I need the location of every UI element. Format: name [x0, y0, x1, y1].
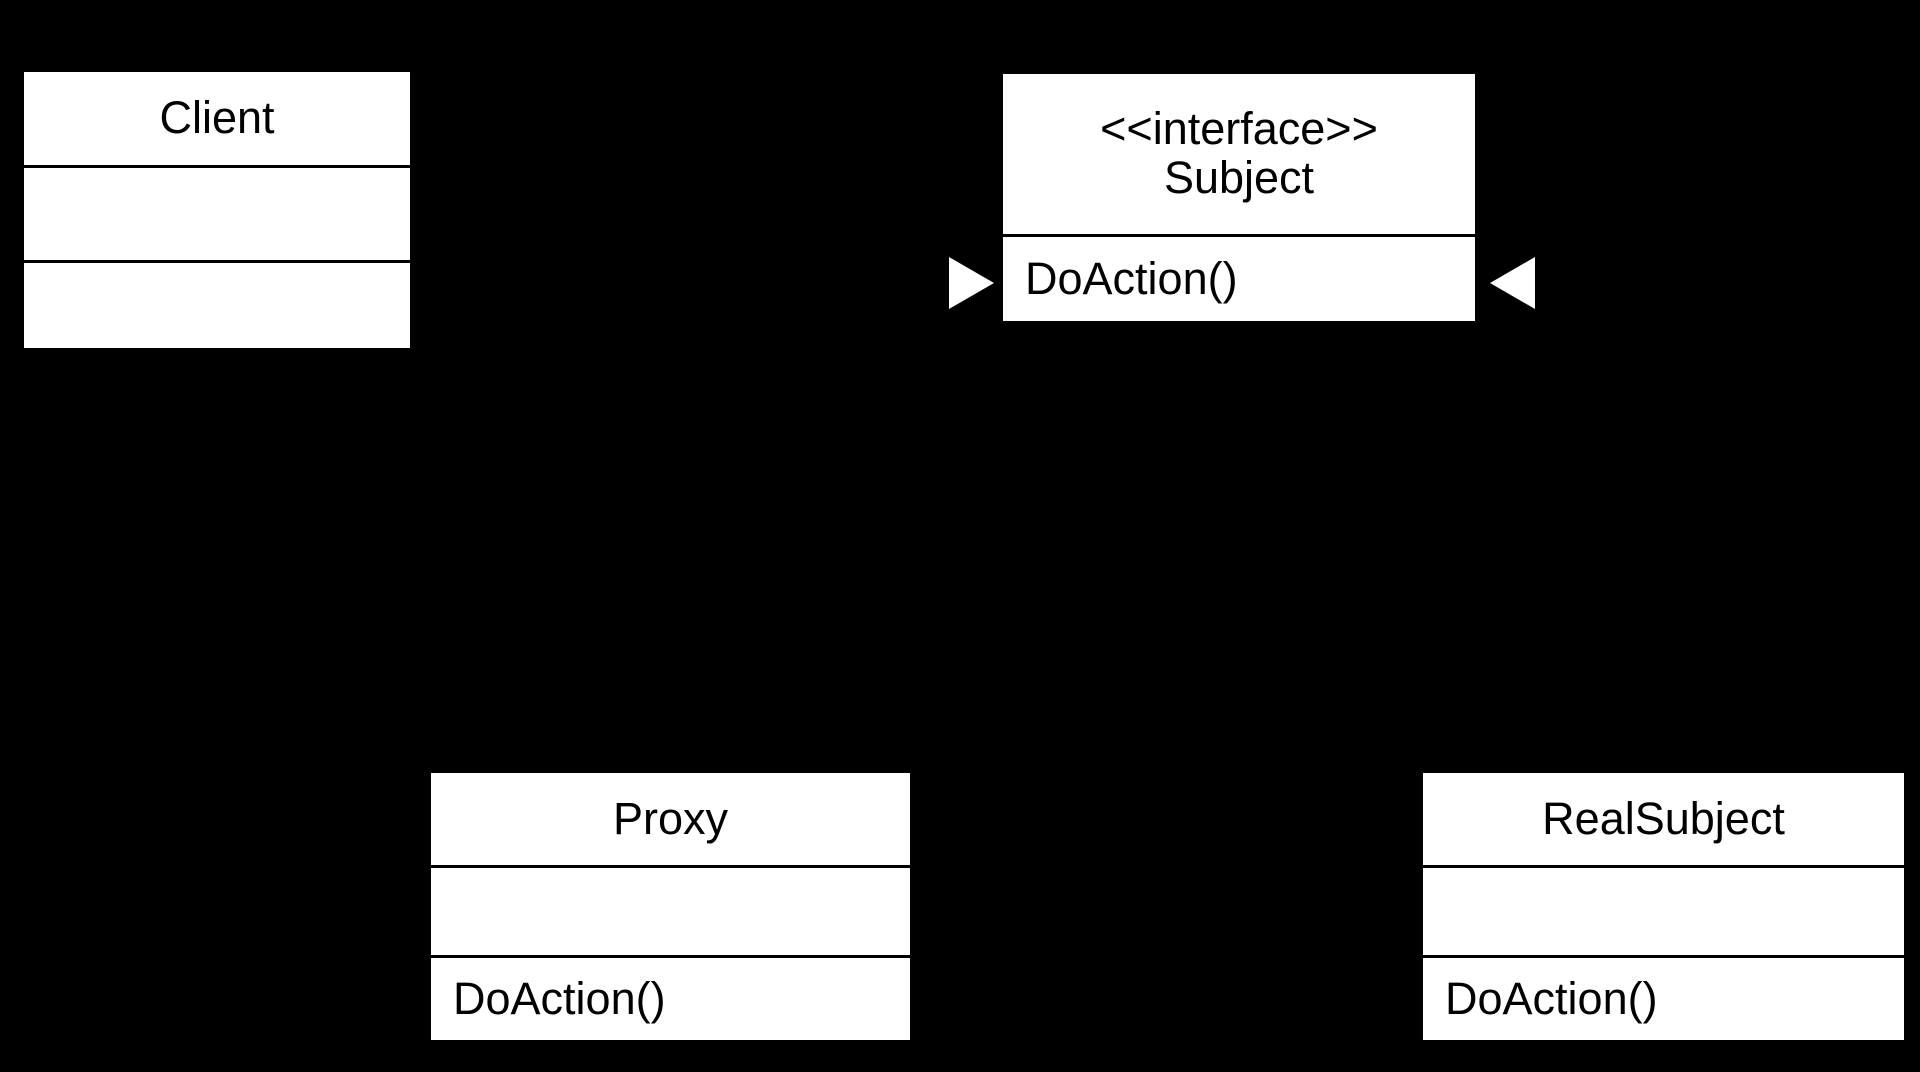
client-class-name: Client [159, 92, 275, 144]
subject-operations-compartment: DoAction() [1003, 234, 1475, 321]
realsubject-name-compartment: RealSubject [1423, 773, 1904, 865]
proxy-class-name: Proxy [612, 792, 729, 844]
realsubject-operation-doaction: DoAction() [1445, 972, 1658, 1024]
uml-class-realsubject[interactable]: RealSubject DoAction() [1421, 771, 1906, 1042]
connector-realsubject-to-subject-vertical [1660, 283, 1663, 771]
triangle-right-arrowhead-icon [949, 257, 994, 309]
client-attributes-compartment [24, 165, 410, 260]
uml-class-proxy[interactable]: Proxy DoAction() [429, 771, 912, 1042]
uml-class-client[interactable]: Client [22, 70, 412, 350]
proxy-operation-doaction: DoAction() [453, 972, 666, 1024]
realsubject-class-name: RealSubject [1542, 792, 1785, 844]
triangle-left-arrowhead-icon [1490, 257, 1535, 309]
client-name-compartment: Client [24, 72, 410, 165]
subject-operation-doaction: DoAction() [1025, 252, 1238, 304]
subject-name-compartment: <<interface>> Subject [1003, 74, 1475, 234]
connector-subject-to-realsubject-horizontal [1535, 281, 1663, 284]
client-operations-compartment [24, 260, 410, 348]
proxy-operations-compartment: DoAction() [431, 955, 910, 1040]
connector-proxy-to-subject-vertical [670, 283, 673, 771]
uml-interface-subject[interactable]: <<interface>> Subject DoAction() [1001, 72, 1477, 323]
subject-interface-name: <<interface>> Subject [1100, 103, 1378, 203]
realsubject-attributes-compartment [1423, 865, 1904, 955]
proxy-name-compartment: Proxy [431, 773, 910, 865]
connector-client-to-subject [412, 281, 949, 284]
realsubject-operations-compartment: DoAction() [1423, 955, 1904, 1040]
proxy-attributes-compartment [431, 865, 910, 955]
